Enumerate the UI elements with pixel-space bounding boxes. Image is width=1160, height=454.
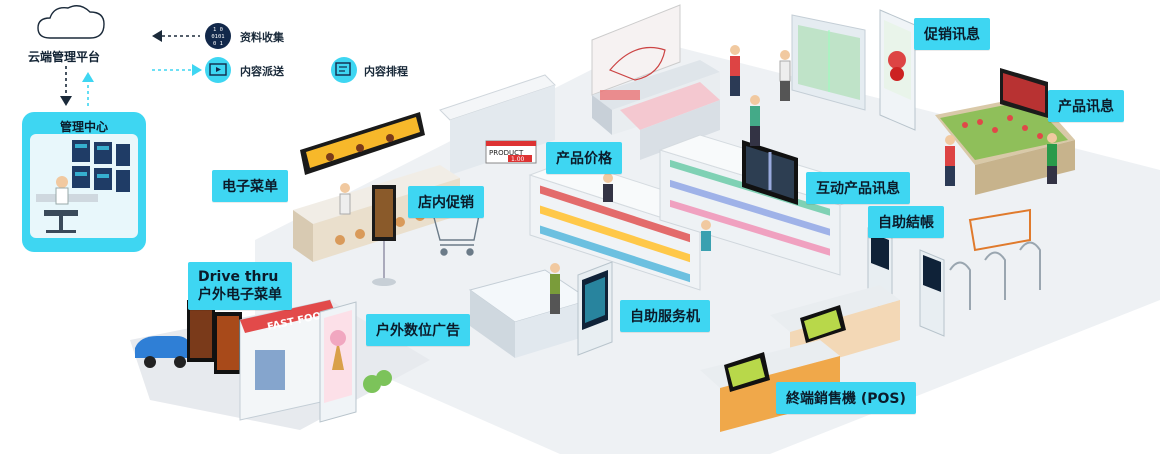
stacked-carts xyxy=(968,208,1031,252)
data-binary-icon: 1 0 0101 0 1 xyxy=(205,23,231,49)
drive-thru-menu-board xyxy=(187,300,242,374)
callout-product-info: 产品讯息 xyxy=(1048,90,1124,122)
cloud-platform-label: 云端管理平台 xyxy=(28,50,101,64)
svg-text:0101: 0101 xyxy=(211,34,224,40)
content-display-icon xyxy=(205,57,231,83)
storefront: FAST FOOD xyxy=(239,299,335,421)
exit-gates xyxy=(949,241,1041,310)
callout-drive-thru-line2: 户外电子菜单 xyxy=(198,287,282,303)
meat-case xyxy=(620,82,720,130)
shelf-aisle-left xyxy=(439,74,556,175)
bushes xyxy=(363,370,392,393)
callout-outdoor-ad: 户外数位广告 xyxy=(366,314,470,346)
callout-pos: 終端銷售機 (POS) xyxy=(776,382,916,414)
car-icon xyxy=(135,336,192,368)
shoppers xyxy=(339,45,1057,314)
pig-outline-icon xyxy=(609,46,666,81)
callout-promo-info: 促销讯息 xyxy=(914,18,990,50)
legend-schedule-label: 内容排程 xyxy=(364,65,408,78)
svg-text:1 0: 1 0 xyxy=(213,27,223,33)
callout-drive-thru: Drive thru 户外电子菜单 xyxy=(188,262,292,310)
outdoor-ad-kiosk xyxy=(319,301,357,423)
operator-icon xyxy=(56,176,68,188)
callout-product-price: 产品价格 xyxy=(546,142,622,174)
callout-self-checkout: 自助結帳 xyxy=(868,206,944,238)
svg-text:0 1: 0 1 xyxy=(213,41,223,47)
callout-instore-promo: 店内促销 xyxy=(408,186,484,218)
callout-digital-menu: 电子菜单 xyxy=(212,170,288,202)
schedule-icon xyxy=(331,57,357,83)
management-center-title: 管理中心 xyxy=(59,120,108,134)
callout-drive-thru-line1: Drive thru xyxy=(198,269,279,285)
price-tag: PRODUCT 1.00 xyxy=(485,140,537,164)
cloud-icon xyxy=(37,5,105,39)
price-tag-value: 1.00 xyxy=(511,156,525,163)
callout-interactive-info: 互动产品讯息 xyxy=(806,172,910,204)
legend-dispatch-label: 内容派送 xyxy=(240,65,284,78)
legend-collect-label: 资料收集 xyxy=(240,31,284,44)
price-tag-product: PRODUCT xyxy=(489,149,524,157)
shopping-cart xyxy=(431,209,481,256)
callout-self-service-kiosk: 自助服务机 xyxy=(620,300,710,332)
management-center-scene xyxy=(30,134,138,238)
